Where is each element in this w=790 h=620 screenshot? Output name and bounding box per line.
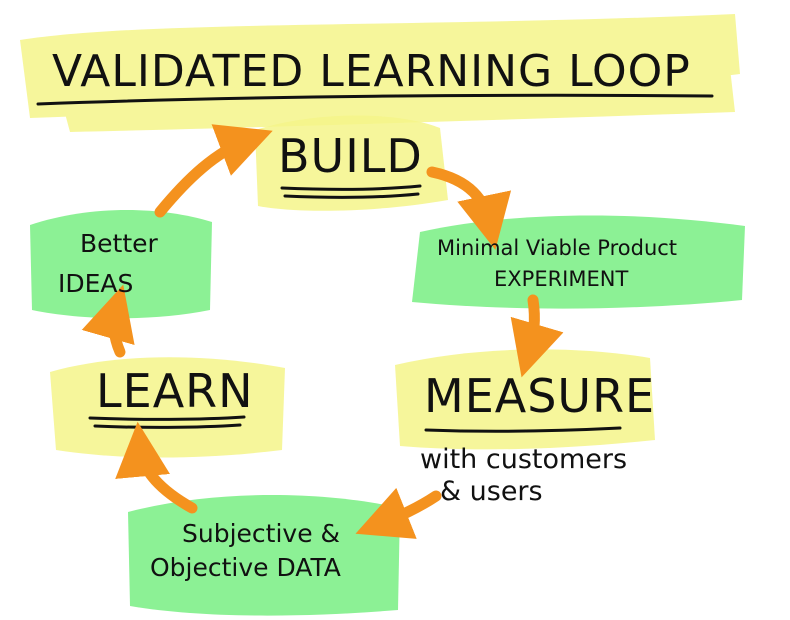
ideas-highlight — [30, 209, 212, 319]
arrow-learn-to-ideas — [81, 284, 135, 358]
arrow-build-to-mvp — [426, 166, 512, 250]
learn-label: LEARN — [96, 364, 254, 418]
loop-arrows — [81, 124, 564, 539]
underlines — [36, 93, 714, 433]
ideas-line1: Better — [80, 229, 159, 258]
arrow-ideas-to-build — [154, 124, 273, 218]
measure-highlight — [395, 349, 655, 450]
diagram-title: VALIDATED LEARNING LOOP — [52, 46, 691, 97]
mvp-line1: Minimal Viable Product — [437, 236, 677, 260]
title-highlight — [20, 14, 740, 132]
data-line2: Objective DATA — [150, 553, 341, 582]
data-line1: Subjective & — [182, 519, 340, 548]
arrow-mvp-to-measure — [510, 294, 564, 378]
ideas-line2: IDEAS — [58, 269, 133, 298]
arrow-measure-to-data — [355, 487, 442, 539]
build-label: BUILD — [278, 129, 423, 183]
data-highlight — [128, 495, 400, 616]
mvp-line2: EXPERIMENT — [494, 267, 628, 291]
arrow-data-to-learn — [115, 421, 198, 514]
measure-line1: with customers — [420, 444, 627, 475]
measure-label: MEASURE — [424, 369, 655, 423]
learn-highlight — [50, 357, 285, 458]
measure-line2: & users — [440, 476, 543, 507]
mvp-highlight — [412, 215, 745, 309]
